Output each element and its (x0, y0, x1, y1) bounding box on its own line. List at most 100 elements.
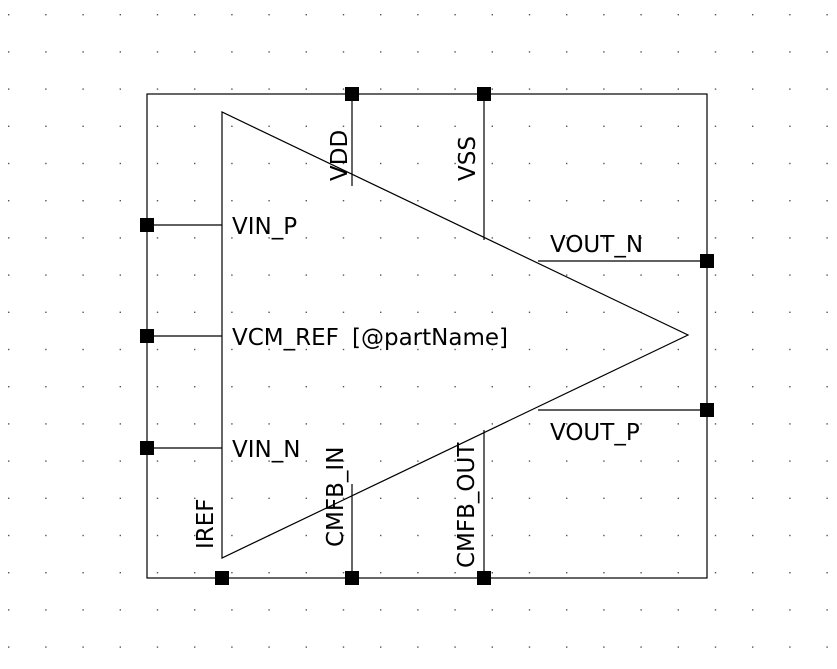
grid-dot (342, 162, 345, 165)
grid-dot (677, 460, 679, 462)
grid-dot (640, 274, 642, 276)
grid-dot (380, 609, 382, 611)
grid-dot (714, 274, 717, 276)
grid-dot (528, 609, 531, 611)
grid-dot (156, 497, 159, 499)
grid-dot (231, 460, 233, 462)
grid-dot (194, 386, 196, 388)
vcm-ref-pin[interactable] (140, 329, 154, 343)
grid-dot (491, 423, 493, 425)
grid-dot (789, 572, 791, 574)
grid-dot (640, 88, 642, 90)
grid-dot (677, 646, 679, 648)
grid-dot (231, 497, 233, 499)
grid-dot (156, 348, 159, 351)
grid-dot (714, 51, 717, 53)
grid-dot (752, 423, 754, 425)
grid-dot (826, 460, 828, 462)
grid-dot (8, 237, 10, 239)
grid-dot (566, 200, 568, 202)
grid-dot (714, 386, 717, 388)
grid-dot (8, 88, 10, 90)
grid-dot (231, 534, 233, 537)
grid-dot (491, 51, 493, 53)
grid-dot (194, 460, 196, 462)
grid-dot (566, 237, 568, 239)
vin-p-pin[interactable] (140, 218, 154, 232)
grid-dot (491, 348, 493, 351)
grid-dot (119, 311, 121, 313)
vout-n-pin[interactable] (700, 254, 714, 268)
grid-dot (268, 497, 270, 499)
grid-dot (566, 534, 568, 537)
vout-p-pin[interactable] (700, 403, 714, 417)
grid-dot (528, 200, 531, 202)
grid-dot (528, 646, 531, 648)
grid-dot (677, 88, 679, 90)
grid-dot (268, 14, 270, 16)
grid-dot (119, 609, 121, 611)
iref-pin[interactable] (215, 571, 229, 585)
vss-pin[interactable] (477, 87, 491, 101)
grid-dot (566, 572, 568, 574)
grid-dot (45, 237, 47, 239)
grid-dot (268, 311, 270, 313)
grid-dot (826, 386, 828, 388)
grid-dot (789, 311, 791, 313)
grid-dot (8, 646, 10, 648)
grid-dot (603, 423, 605, 425)
grid-dot (826, 646, 828, 648)
grid-dot (566, 423, 568, 425)
grid-dot (826, 423, 828, 425)
grid-dot (752, 572, 754, 574)
grid-dot (156, 88, 159, 90)
grid-dot (491, 14, 493, 16)
grid-dot (8, 497, 10, 499)
grid-dot (82, 460, 84, 462)
grid-dot (677, 51, 679, 53)
grid-dot (640, 51, 642, 53)
grid-dot (194, 348, 196, 351)
grid-dot (8, 311, 10, 313)
grid-dot (528, 162, 531, 165)
grid-dot (677, 125, 679, 127)
grid-dot (119, 237, 121, 239)
grid-dot (714, 460, 717, 462)
grid-dot (752, 534, 754, 537)
grid-dot (677, 200, 679, 202)
grid-dot (640, 534, 642, 537)
grid-dot (342, 497, 345, 499)
grid-dot (417, 51, 419, 53)
grid-dot (640, 423, 642, 425)
grid-dot (603, 51, 605, 53)
grid-dot (528, 274, 531, 276)
vin-n-pin[interactable] (140, 441, 154, 455)
grid-dot (789, 534, 791, 537)
vdd-pin[interactable] (345, 87, 359, 101)
grid-dot (752, 386, 754, 388)
grid-dot (82, 572, 84, 574)
grid-dot (45, 14, 47, 16)
grid-dot (45, 348, 47, 351)
grid-dot (194, 497, 196, 499)
grid-dot (119, 460, 121, 462)
grid-dot (82, 14, 84, 16)
grid-dot (119, 423, 121, 425)
grid-dot (789, 88, 791, 90)
cmfb-out-pin[interactable] (477, 571, 491, 585)
grid-dot (566, 609, 568, 611)
grid-dot (528, 51, 531, 53)
cmfb-in-pin[interactable] (345, 571, 359, 585)
grid-dot (603, 646, 605, 648)
grid-dot (342, 460, 345, 462)
grid-dot (231, 423, 233, 425)
grid-dot (380, 348, 382, 351)
grid-dot (305, 348, 307, 351)
grid-dot (231, 646, 233, 648)
grid-dot (342, 311, 345, 313)
grid-dot (231, 200, 233, 202)
grid-dot (528, 572, 531, 574)
grid-dot (231, 51, 233, 53)
grid-dot (714, 534, 717, 537)
grid-dot (194, 609, 196, 611)
